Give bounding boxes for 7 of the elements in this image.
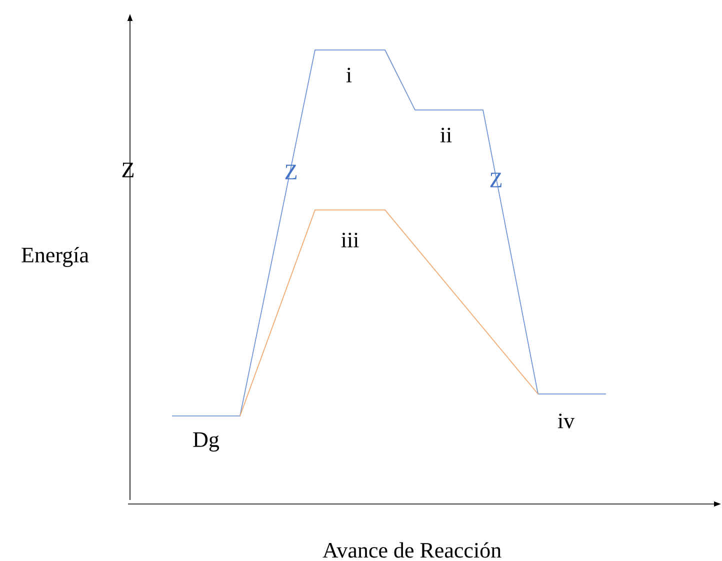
level-label: ii — [440, 128, 452, 142]
level-label: Dg — [193, 432, 220, 452]
level-label: i — [346, 68, 352, 82]
level-label: iv — [558, 414, 575, 428]
axis-title: Energía — [22, 246, 89, 268]
axis-title: Avance de Reacción — [322, 542, 502, 558]
level-label: iii — [341, 232, 359, 248]
